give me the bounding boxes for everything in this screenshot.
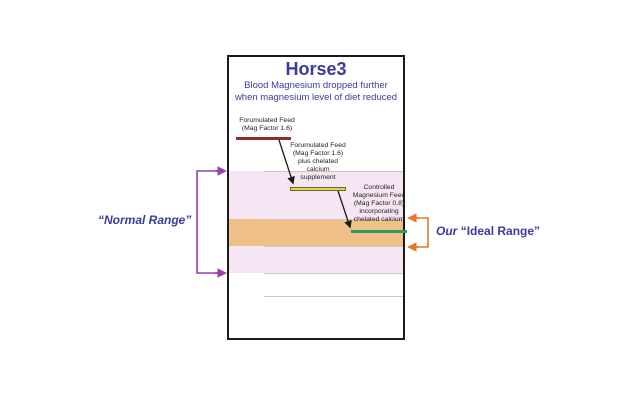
label-line: (Mag Factor 1.6)	[241, 125, 293, 132]
label-line: (Mag Factor 1.6)	[292, 150, 344, 157]
label-line: incorporating	[359, 208, 399, 215]
gridline	[264, 219, 403, 220]
label-line: Magnesium Feed	[352, 192, 406, 199]
label-line: plus chelated	[297, 158, 339, 165]
label-line: supplement	[300, 174, 336, 181]
level-1-label: Forumulated Feed (Mag Factor 1.6)	[234, 117, 300, 133]
normal-range-bracket	[196, 170, 223, 274]
level-2-bar	[290, 187, 346, 191]
label-line: Forumulated Feed	[239, 117, 295, 124]
gridline	[264, 296, 403, 297]
gridline	[264, 246, 403, 247]
level-3-label: Controlled Magnesium Feed (Mag Factor 0.…	[345, 184, 413, 224]
normal-range-label: “Normal Range”	[98, 213, 192, 227]
ideal-range-label-group: Our “Ideal Range”	[436, 224, 540, 238]
subtitle-line: when magnesium level of diet reduced	[234, 92, 398, 103]
level-3-bar	[351, 230, 407, 233]
level-2-label: Forumulated Feed (Mag Factor 1.6) plus c…	[283, 142, 353, 182]
subtitle-line: Blood Magnesium dropped further	[244, 80, 388, 91]
ideal-range-label: “Ideal Range”	[460, 224, 541, 238]
gridline	[264, 273, 403, 274]
label-line: (Mag Factor 0.8)	[353, 200, 405, 207]
diagram-subtitle: Blood Magnesium dropped further when mag…	[227, 80, 405, 104]
arrow-1-to-2	[278, 139, 295, 185]
gridline	[264, 171, 403, 172]
label-line: Forumulated Feed	[290, 142, 346, 149]
label-line: Controlled	[363, 184, 395, 191]
arrow-2-to-3	[337, 190, 352, 229]
label-line: calcium	[306, 166, 330, 173]
ideal-range-bracket	[410, 217, 429, 248]
level-1-bar	[236, 137, 291, 140]
label-line: chelated calcium	[353, 216, 405, 223]
diagram-title: Horse3	[285, 59, 347, 79]
ideal-range-prefix: Our	[436, 224, 458, 238]
